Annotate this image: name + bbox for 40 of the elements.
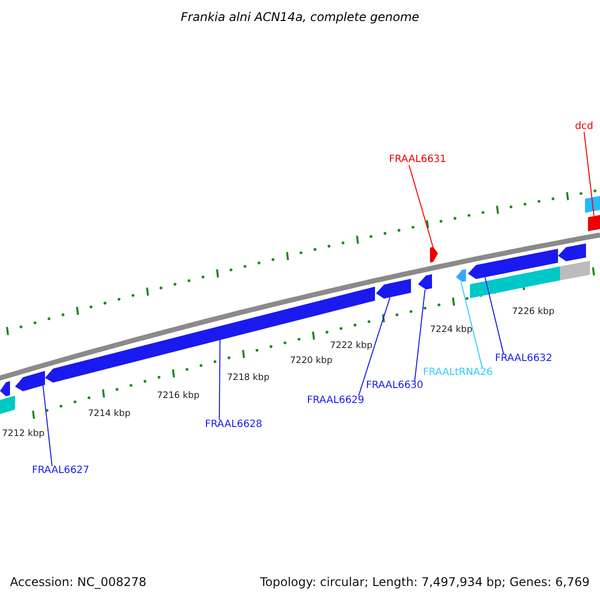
gene-segment (0, 381, 10, 396)
gene-label: FRAAL6628 (205, 420, 262, 430)
gene-segment (430, 246, 438, 263)
gene-label: FRAAL6630 (366, 381, 424, 391)
gene-segment (376, 278, 411, 299)
scale-label: 7220 kbp (290, 357, 332, 366)
gene-label: dcd (575, 122, 594, 132)
gene-segment (470, 266, 560, 298)
footer-text: Topology: circular; Length: 7,497,934 bp; Genes: 6,769 (260, 576, 590, 588)
gene-segment (418, 274, 432, 290)
scale-label: 7212 kbp (2, 430, 44, 439)
leader-line (584, 132, 594, 217)
leader-line (414, 289, 426, 382)
scale-label: 7218 kbp (227, 374, 270, 383)
gene-label: FRAAL6629 (307, 396, 364, 406)
gene-segment (456, 269, 466, 282)
gene-segment (588, 214, 600, 232)
gene-segment (585, 195, 600, 213)
leader-line (358, 296, 390, 396)
gene-label: FRAAL6632 (495, 354, 552, 364)
leader-line (408, 164, 434, 248)
scale-label: 7214 kbp (88, 410, 130, 419)
scale-label: 7216 kbp (157, 392, 200, 401)
gene-segment (558, 244, 586, 262)
scale-label: 7222 kbp (330, 342, 372, 351)
gene-segment (15, 370, 45, 392)
title: Frankia alni ACN14a, complete genome (180, 11, 420, 23)
gene-segment (0, 396, 15, 414)
gene-segment (468, 248, 558, 279)
leader-line (42, 385, 53, 466)
leader-line (484, 276, 504, 354)
leader-line (218, 337, 220, 420)
leader-line (460, 282, 483, 368)
scale-label: 7224 kbp (430, 326, 472, 335)
footer-text: Accession: NC_008278 (10, 576, 146, 588)
gene-label: FRAAL6627 (32, 466, 90, 476)
scale-label: 7226 kbp (512, 308, 554, 317)
gene-segment (560, 260, 590, 280)
gene-label: FRAAL6631 (389, 155, 446, 165)
gene-label: FRAALtRNA26 (423, 368, 493, 378)
